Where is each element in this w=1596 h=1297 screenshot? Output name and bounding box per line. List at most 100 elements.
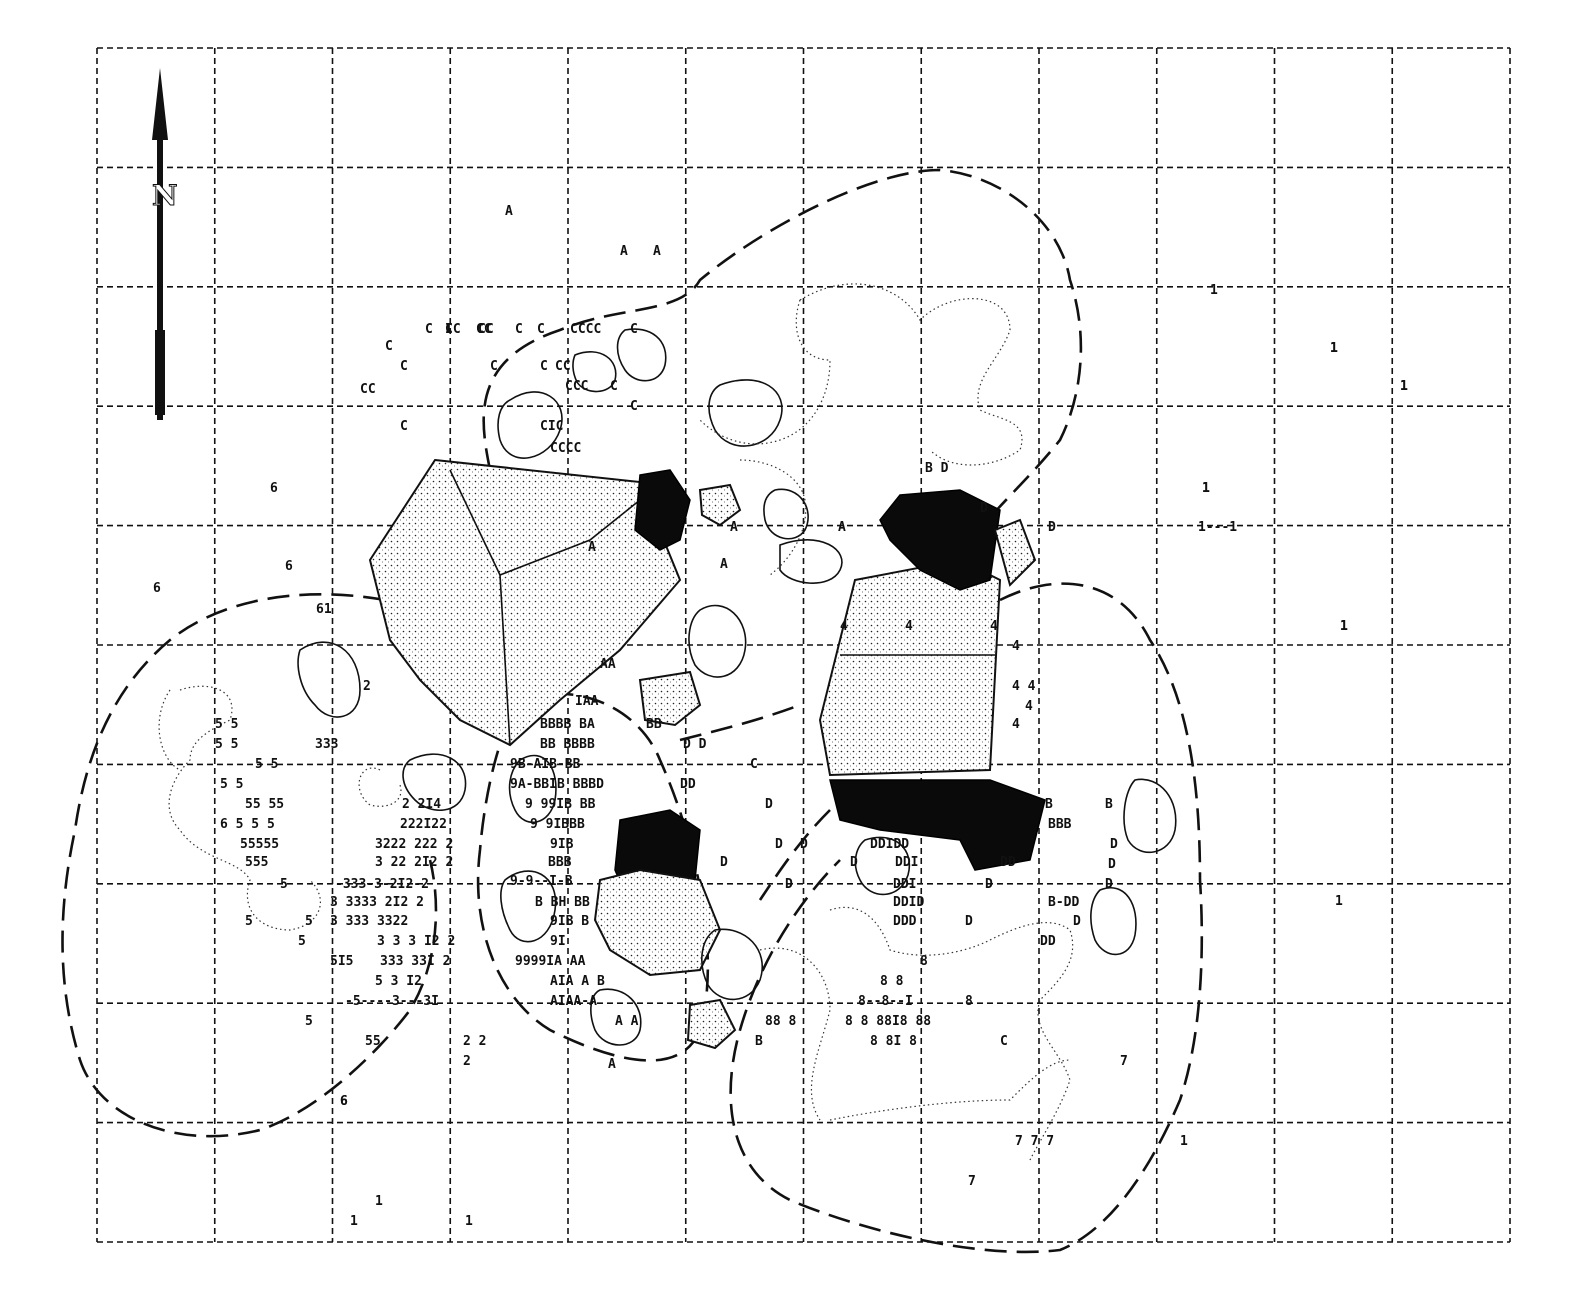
code-label-five2: 5 5 [215,737,238,752]
code-label-bb3: BB BBBB [540,737,595,752]
code-label-d10: D [965,914,973,929]
code-label-four2: 4 [905,619,913,634]
code-label-d9: D [985,877,993,892]
code-label-five6: 6 5 5 5 [220,817,275,832]
code-label-five7: 55555 [240,837,279,852]
code-label-three6: 5 3 I2 [375,974,422,989]
code-label-two1: 2 [363,679,371,694]
code-label-bb5: 9A-BBIB BBBD [510,777,604,792]
rock-small-3 [686,998,737,1050]
code-label-aa5: AIAA-A [550,994,597,1009]
code-label-c17: CC [360,382,376,397]
code-label-c9: C [385,339,393,354]
code-label-c22: C [630,399,638,414]
code-label-d8: D [850,855,858,870]
code-label-a3: A [653,244,661,259]
code-label-d3: D [765,797,773,812]
code-label-six5: 6 [340,1094,348,1109]
pit-outlines [297,328,1177,1046]
code-label-c8: C [537,322,545,337]
code-label-d1: D [980,501,988,516]
code-label-bb10: 9-9--I-B [510,874,573,889]
boundary-south-link [758,809,831,901]
code-label-c2: C [445,322,453,337]
code-label-three3: 3 333 3322 [330,914,408,929]
rock-black-band [829,779,1046,871]
code-label-c13: C [490,359,498,374]
code-label-aa4: AIA A B [550,974,605,989]
code-label-c19: CIC [540,419,563,434]
code-label-d5: D [800,837,808,852]
code-label-four1: 4 [840,619,848,634]
code-label-c15: CC [555,359,571,374]
code-label-c5: C [515,322,523,337]
code-label-five14: 5I5 [330,954,353,969]
code-label-d14: D [1105,877,1113,892]
code-label-six1: 6 [270,481,278,496]
code-label-c1: C [425,322,433,337]
code-label-bb12: 9IB B [550,914,589,929]
code-label-d13: D [1073,914,1081,929]
code-label-three7: -5----3---3I [345,994,439,1009]
code-label-one1: 1 [1210,283,1218,298]
code-label-two4: 3222 222 2 [375,837,453,852]
code-label-one10: 1 [350,1214,358,1229]
code-label-a7: A [838,520,846,535]
code-label-dd4: DDI [895,855,918,870]
code-label-four6: 4 [1025,699,1033,714]
code-label-one9: 1 [375,1194,383,1209]
code-label-dd8: DDD [893,914,917,929]
code-label-one2: 1 [1330,341,1338,356]
code-label-seven3: 7 [968,1174,976,1189]
code-label-one14: 1 [1202,481,1210,496]
code-label-two3: 222I22 [400,817,447,832]
code-label-one5: 1---1 [1198,520,1237,535]
code-label-five3: 5 5 [255,757,278,772]
code-label-c3: C [476,322,484,337]
code-label-aa2: IAA [575,694,599,709]
code-label-one12: 1 [1330,341,1338,356]
code-label-three2: 3 3333 2I2 2 [330,895,424,910]
code-label-b2: B [1045,797,1053,812]
code-label-eight6: 8 8 88I8 88 [845,1014,931,1029]
code-label-one6: 1 [1340,619,1348,634]
code-label-c11: C [630,322,638,337]
code-label-five10: 5 [245,914,253,929]
boundary-north-cluster [482,168,1083,561]
code-label-seven1: 7 [1120,1054,1128,1069]
code-label-c18: C [610,379,618,394]
code-label-bb13: 9I [550,934,566,949]
code-label-dd1: D D [683,737,707,752]
code-label-d2: D [1048,520,1056,535]
large-rocks [368,458,1046,1050]
code-label-a1: A [505,204,513,219]
code-label-four7: 4 [1012,717,1020,732]
code-label-dd5: DDI [893,877,916,892]
code-label-c10: CCCC [570,322,601,337]
code-label-c12: C [400,359,408,374]
code-label-dd2: DD [680,777,696,792]
code-label-c7: CC [476,322,492,337]
code-label-d7: D [785,877,793,892]
code-label-a6: A [730,520,738,535]
code-label-three4: 3 3 3 I2 2 [377,934,455,949]
code-label-bb6: 9 99IB BB [525,797,596,812]
code-label-eight4: 8 [965,994,973,1009]
grid [96,47,1511,1243]
code-label-bb11: B BH BB [535,895,590,910]
code-label-d12: D [1108,857,1116,872]
code-label-d11: D [1110,837,1118,852]
code-label-seven2: 7 7 7 [1015,1134,1054,1149]
code-label-six4: 61 [316,602,332,617]
code-label-c23: C [750,757,758,772]
code-label-one13: 1 [1400,379,1408,394]
code-label-dd6: DD [1000,855,1016,870]
code-label-bb9: BBB [548,855,572,870]
rock-large-west [368,458,682,747]
code-label-b1: B D [925,461,949,476]
code-label-five4: 5 5 [220,777,243,792]
code-label-dd3: DDIDD [870,837,909,852]
code-label-b3: BBB [1048,817,1072,832]
code-label-c14: C [540,359,548,374]
